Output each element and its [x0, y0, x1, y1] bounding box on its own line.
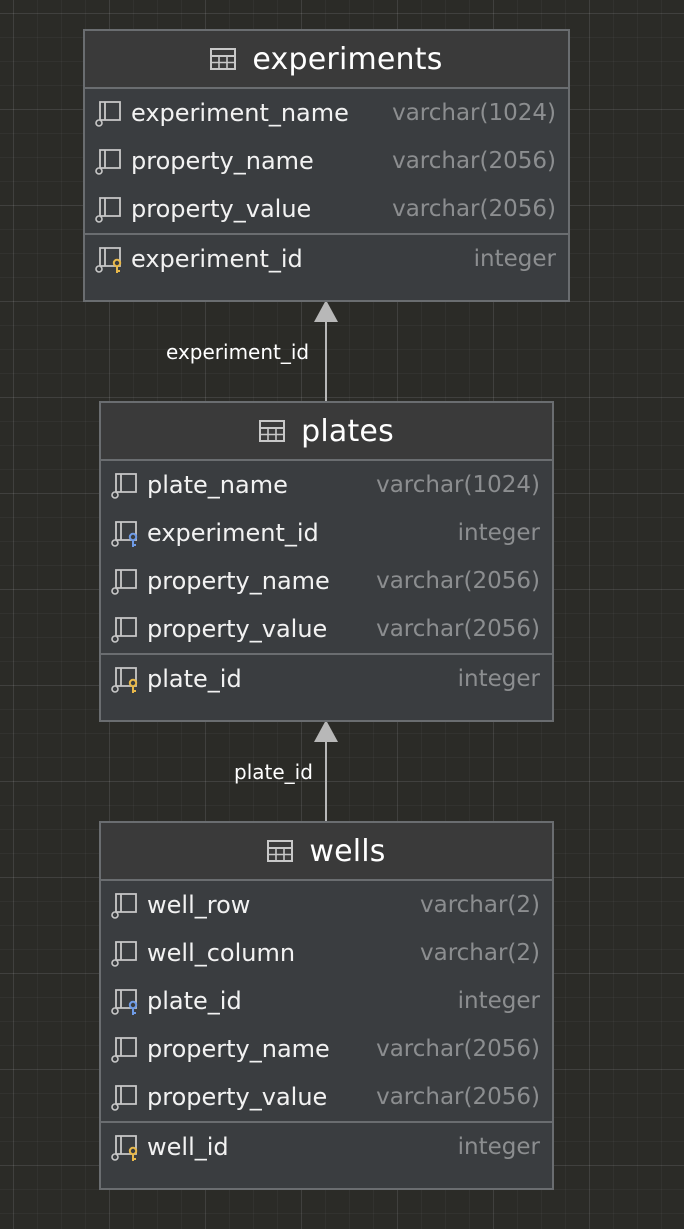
column-name: property_value [147, 1083, 328, 1111]
relationship-label: experiment_id [166, 340, 310, 364]
column-type: integer [457, 520, 540, 546]
primary-key-icon [111, 1135, 138, 1161]
table-title: experiments [252, 41, 443, 77]
column-list: well_row varchar(2) well_column varchar(… [101, 881, 552, 1121]
column-type: varchar(2056) [392, 148, 556, 174]
primary-key-row[interactable]: experiment_id integer [85, 235, 568, 283]
relationship-plates-experiments[interactable] [300, 298, 360, 404]
column-type: varchar(2) [419, 892, 540, 918]
column-type: integer [457, 1134, 540, 1160]
column-row[interactable]: experiment_name varchar(1024) [85, 89, 568, 137]
primary-key-row[interactable]: plate_id integer [101, 655, 552, 703]
primary-key-row[interactable]: well_id integer [101, 1123, 552, 1171]
table-icon [210, 48, 237, 70]
relationship-wells-plates[interactable] [300, 718, 360, 824]
column-row[interactable]: well_row varchar(2) [101, 881, 552, 929]
arrowhead-icon [314, 300, 338, 322]
column-type: integer [473, 246, 556, 272]
column-type: integer [457, 988, 540, 1014]
column-icon [111, 473, 137, 499]
column-row[interactable]: property_value varchar(2056) [85, 185, 568, 233]
column-icon [111, 1085, 137, 1111]
column-icon [111, 1037, 137, 1063]
table-icon [267, 840, 294, 862]
column-row[interactable]: property_name varchar(2056) [85, 137, 568, 185]
table-wells[interactable]: wells well_row varchar(2) well_column va… [99, 821, 554, 1190]
column-icon [95, 149, 121, 175]
column-type: integer [457, 666, 540, 692]
column-name: well_id [147, 1133, 229, 1161]
table-plates[interactable]: plates plate_name varchar(1024) experime… [99, 401, 554, 722]
column-name: property_value [147, 615, 328, 643]
column-name: property_name [131, 147, 314, 175]
column-name: property_name [147, 1035, 330, 1063]
column-row[interactable]: property_value varchar(2056) [101, 605, 552, 653]
column-name: experiment_name [131, 99, 349, 127]
primary-key-section: experiment_id integer [85, 233, 568, 283]
foreign-key-icon [111, 989, 138, 1015]
column-type: varchar(2056) [376, 1084, 540, 1110]
table-header[interactable]: plates [101, 403, 552, 461]
column-type: varchar(2056) [392, 196, 556, 222]
column-name: experiment_id [131, 245, 303, 273]
primary-key-icon [95, 247, 122, 273]
table-experiments[interactable]: experiments experiment_name varchar(1024… [83, 29, 570, 302]
column-icon [111, 569, 137, 595]
column-icon [111, 617, 137, 643]
column-name: well_column [147, 939, 296, 967]
column-name: plate_id [147, 665, 242, 693]
column-row[interactable]: plate_name varchar(1024) [101, 461, 552, 509]
table-header[interactable]: wells [101, 823, 552, 881]
column-row[interactable]: well_column varchar(2) [101, 929, 552, 977]
column-type: varchar(2) [419, 940, 540, 966]
column-list: experiment_name varchar(1024) property_n… [85, 89, 568, 233]
column-name: property_value [131, 195, 312, 223]
table-title: wells [309, 833, 386, 869]
column-name: property_name [147, 567, 330, 595]
column-icon [95, 101, 121, 127]
column-row[interactable]: property_name varchar(2056) [101, 1025, 552, 1073]
column-name: plate_id [147, 987, 242, 1015]
table-header[interactable]: experiments [85, 31, 568, 89]
column-row[interactable]: property_name varchar(2056) [101, 557, 552, 605]
column-list: plate_name varchar(1024) experiment_id i… [101, 461, 552, 653]
column-row[interactable]: property_value varchar(2056) [101, 1073, 552, 1121]
column-name: well_row [147, 891, 251, 919]
column-type: varchar(2056) [376, 1036, 540, 1062]
column-type: varchar(1024) [392, 100, 556, 126]
relationship-label: plate_id [234, 760, 313, 784]
arrowhead-icon [314, 720, 338, 742]
column-icon [95, 197, 121, 223]
column-row[interactable]: experiment_id integer [101, 509, 552, 557]
column-type: varchar(2056) [376, 568, 540, 594]
column-type: varchar(2056) [376, 616, 540, 642]
column-type: varchar(1024) [376, 472, 540, 498]
table-title: plates [301, 413, 394, 449]
primary-key-icon [111, 667, 138, 693]
column-name: plate_name [147, 471, 288, 499]
column-name: experiment_id [147, 519, 319, 547]
foreign-key-icon [111, 521, 138, 547]
table-icon [259, 420, 286, 442]
column-icon [111, 941, 137, 967]
column-icon [111, 893, 137, 919]
column-row[interactable]: plate_id integer [101, 977, 552, 1025]
primary-key-section: well_id integer [101, 1121, 552, 1171]
primary-key-section: plate_id integer [101, 653, 552, 703]
